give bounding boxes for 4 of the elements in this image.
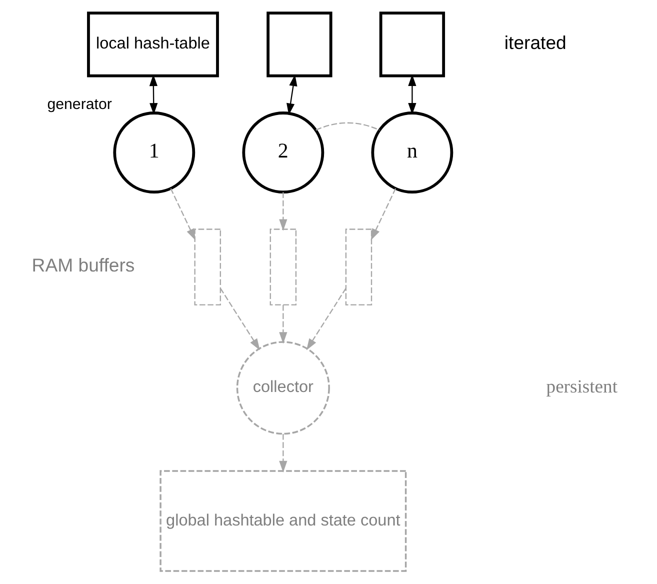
label: persistent [546, 376, 618, 398]
label: RAM buffers [32, 254, 135, 276]
label: iterated [504, 32, 566, 53]
node-label: generator [47, 96, 112, 113]
